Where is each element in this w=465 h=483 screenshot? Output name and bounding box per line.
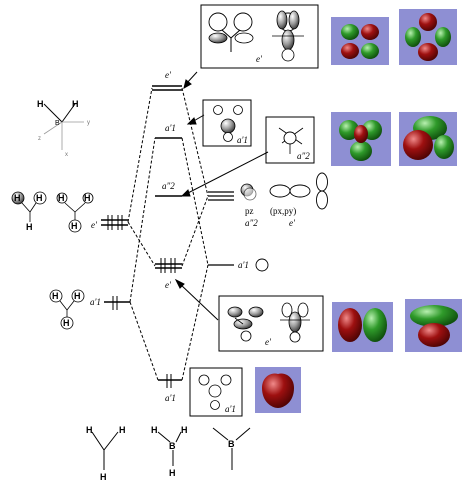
inset-e-prime-bonding: e' [218,295,324,352]
inset-a1-prime-antibonding: a'1 [202,99,252,147]
correlation-lines [127,87,209,381]
inset-label: a"2 [297,151,310,161]
inset-a1-prime-bonding: a'1 [189,367,243,417]
atom-h-label: H [71,221,78,231]
h3-fragment-skeleton: H H H [86,425,126,482]
mo-label: e' [165,70,172,80]
inset-e-prime-antibonding: e' [200,4,319,69]
atom-h-label: H [26,222,33,232]
mo-render-e-prime-bonding-2 [405,299,462,352]
atom-h-label: H [151,425,158,435]
atom-h-label: H [36,193,43,203]
inset-a2-double-prime: a"2 [265,116,315,164]
atom-h-label: H [37,99,44,109]
atom-h-label: H [74,291,81,301]
mo-e-prime-bonding: e' [155,258,182,290]
boron-px-orbital-icon [269,184,311,198]
mo-a1-prime-bonding: a'1 [158,374,182,403]
boron-pz-orbital-icon [240,183,257,201]
mo-a1-prime-antibonding: a'1 [155,123,182,139]
h3-e-prime-orbital-2: H H H [56,192,94,233]
atom-h-label: H [63,318,70,328]
atom-h-label: H [86,425,93,435]
h3-e-prime-label: e' [91,220,98,230]
h3-e-prime-level [101,215,128,230]
bh3-axis-frame: H H B y z x [37,99,90,158]
atom-h-label: H [181,425,188,435]
boron-py-orbital-icon [316,172,328,210]
axis-x-label: x [65,152,68,158]
boron-fragment-skeleton: B [212,427,251,470]
h3-a1-prime-label: a'1 [90,297,101,307]
bh3-molecule-skeleton: H H B H [151,425,188,478]
axis-y-label: y [87,120,90,126]
mo-render-e-prime-antibonding-2 [399,9,457,65]
atom-h-label: H [14,193,21,203]
inset-label: a'1 [225,404,236,414]
boron-2s-level: a'1 [208,258,269,272]
atom-h-label: H [58,193,65,203]
atom-h-label: H [84,193,91,203]
h3-a1-prime-orbital: H H H [49,289,85,330]
pz-label: pz [245,206,254,216]
mo-e-prime-antibonding: e' [152,70,182,91]
mo-render-a1-prime-bonding [255,367,301,413]
atom-h-label: H [72,99,79,109]
atom-h-label: H [100,472,107,482]
inset-label: e' [256,54,263,64]
mo-label: a'1 [165,123,176,133]
mo-label: a'1 [165,393,176,403]
atom-b-label: B [228,439,235,449]
atom-b-label: B [169,441,176,451]
mo-label: e' [165,280,172,290]
atom-h-label: H [52,291,59,301]
mo-render-a1-prime-antibonding [399,112,457,166]
mo-render-e-prime-bonding-1 [332,302,393,352]
h3-e-prime-orbital-1: H H H [11,191,47,232]
atom-h-label: H [169,468,176,478]
mo-render-e-prime-antibonding-1 [331,17,389,65]
atom-h-label: H [119,425,126,435]
inset-label: e' [265,337,272,347]
boron-2p-level [208,191,234,201]
mo-a2-double-prime-nonbonding: a"2 [155,181,182,197]
boron-2s-label: a'1 [238,260,249,270]
mo-label: a"2 [162,181,175,191]
px-py-symmetry-label: e' [289,218,296,228]
h3-a1-prime-level [104,296,130,310]
pz-symmetry-label: a"2 [245,218,258,228]
axis-z-label: z [38,136,41,142]
px-py-label: (px,py) [270,206,296,216]
mo-render-a2-double-prime [331,112,391,166]
pointer-arrows [174,71,269,321]
inset-label: a'1 [237,135,248,145]
atom-b-label: B [55,120,60,127]
